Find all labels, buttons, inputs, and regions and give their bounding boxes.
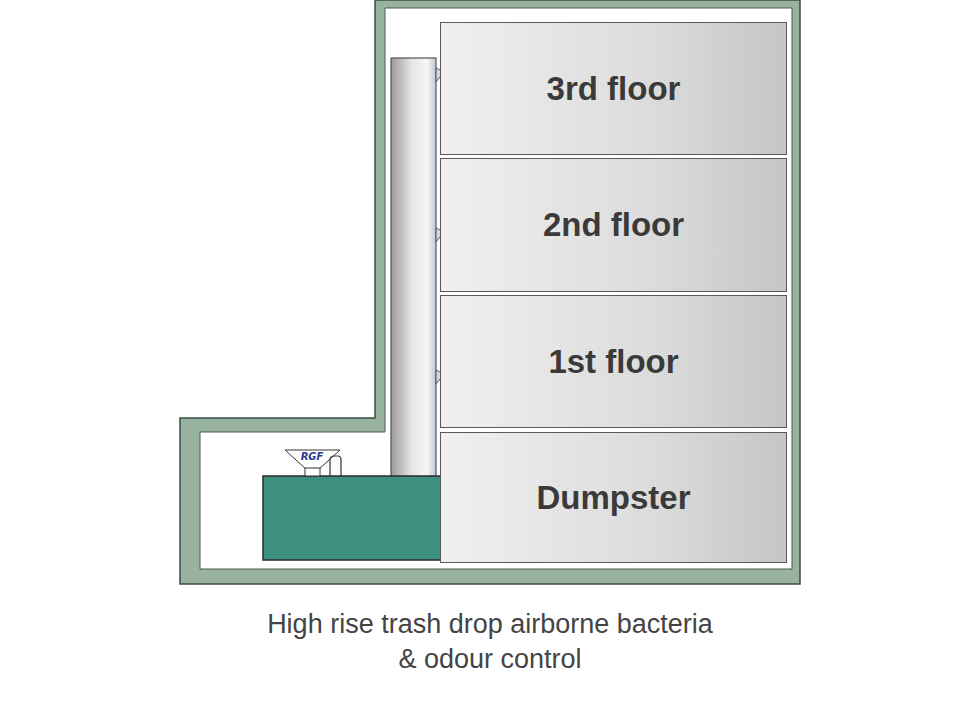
floor-box: 3rd floor	[440, 22, 787, 155]
dumpster-room-box: Dumpster	[440, 432, 787, 563]
floor-label: 1st floor	[548, 343, 678, 381]
caption: High rise trash drop airborne bacteria &…	[260, 607, 720, 677]
floor-label: 3rd floor	[547, 70, 681, 108]
device-logo: RGF	[301, 451, 324, 462]
floor-box: 2nd floor	[440, 158, 787, 292]
floor-label: Dumpster	[536, 479, 690, 517]
floor-label: 2nd floor	[543, 206, 684, 244]
floor-box: 1st floor	[440, 295, 787, 428]
